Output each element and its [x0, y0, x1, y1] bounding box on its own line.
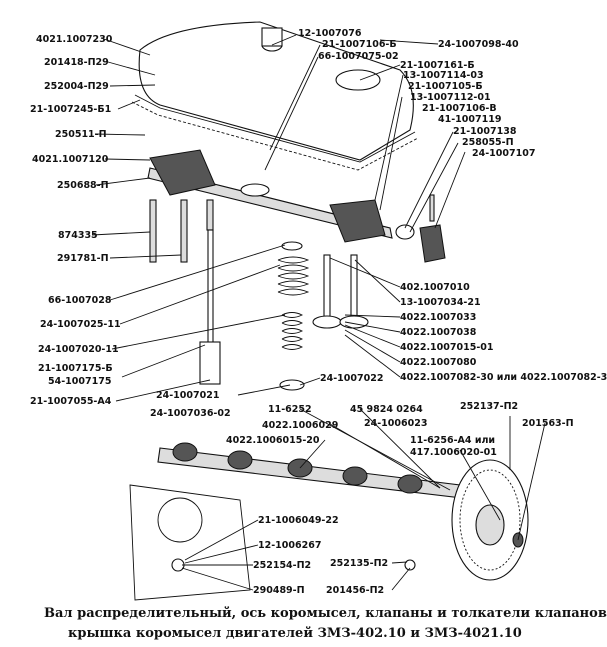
caption-line-2: крышка коромысел двигателей ЗМЗ-402.10 и… [68, 626, 522, 641]
valves [312, 254, 369, 329]
part-label: 24-1007107 [472, 148, 535, 159]
part-label: 13-1007114-03 [403, 70, 484, 81]
part-label: 4022.1007080 [400, 357, 477, 368]
part-label: 21-1007106-Б [322, 39, 397, 50]
part-label: 4021.1007230 [36, 34, 113, 45]
part-label: 4022.1007015-01 [400, 342, 493, 353]
part-label: 54-1007175 [48, 376, 111, 387]
part-label: 417.1006020-01 [410, 447, 497, 458]
part-label: 252004-П29 [44, 81, 109, 92]
inset-housing [129, 484, 416, 601]
rocker-shaft [147, 149, 446, 263]
part-label: 12-1007076 [298, 28, 362, 39]
part-label: 250688-П [57, 180, 109, 191]
pushrod-tappet [199, 229, 221, 385]
part-label: 41-1007119 [438, 114, 501, 125]
part-label: 24-1007020-11 [38, 344, 119, 355]
part-label: 11-6256-А4 или [410, 435, 495, 446]
valve-springs [277, 241, 310, 391]
part-label: 66-1007075-02 [318, 51, 399, 62]
part-label: 66-1007028 [48, 295, 112, 306]
part-label: 11-6252 [268, 404, 312, 415]
part-label: 21-1007138 [453, 126, 517, 137]
part-label: 201563-П [522, 418, 574, 429]
part-label: 252154-П2 [253, 560, 311, 571]
part-label: 24-1007025-11 [40, 319, 121, 330]
part-label: 252135-П2 [330, 558, 388, 569]
part-label: 4022.1006029 [262, 420, 338, 431]
part-label: 4022.1007033 [400, 312, 476, 323]
part-label: 258055-П [462, 137, 514, 148]
part-label: 24-1007022 [320, 373, 383, 384]
part-label: 13-1007034-21 [400, 297, 481, 308]
part-label: 21-1007175-Б [38, 363, 113, 374]
part-label: 13-1007112-01 [410, 92, 491, 103]
part-label: 24-1007021 [156, 390, 219, 401]
part-label: 402.1007010 [400, 282, 470, 293]
part-label: 201456-П2 [326, 585, 384, 596]
part-label: 21-1007055-А4 [30, 396, 112, 407]
part-label: 252137-П2 [460, 401, 518, 412]
part-label: 4022.1007082-30 или 4022.1007082-31 [400, 372, 607, 383]
camshaft-gear [451, 459, 529, 581]
caption-line-1: Вал распределительный, ось коромысел, кл… [44, 606, 607, 621]
part-label: 290489-П [253, 585, 305, 596]
studs [149, 194, 435, 263]
part-label: 24-1006023 [364, 418, 427, 429]
part-label: 21-1007161-Б [400, 60, 475, 71]
part-label: 201418-П29 [44, 57, 109, 68]
part-label: 874335 [58, 230, 98, 241]
part-label: 21-1007105-Б [408, 81, 483, 92]
part-label: 24-1007036-02 [150, 408, 231, 419]
leader-lines [91, 34, 546, 591]
part-label: 4021.1007120 [32, 154, 109, 165]
part-label: 4022.1006015-20 [226, 435, 320, 446]
part-label: 45 9824 0264 [350, 404, 423, 415]
valve-cover [131, 21, 419, 171]
part-label: 12-1006267 [258, 540, 321, 551]
part-label: 21-1007245-Б1 [30, 104, 111, 115]
part-label: 291781-П [57, 253, 109, 264]
part-label: 250511-П [55, 129, 107, 140]
part-label: 24-1007098-40 [438, 39, 519, 50]
part-label: 21-1007106-В [422, 103, 497, 114]
part-label: 21-1006049-22 [258, 515, 339, 526]
part-labels: 4021.1007230 201418-П29 252004-П29 21-10… [30, 28, 607, 596]
part-label: 4022.1007038 [400, 327, 477, 338]
